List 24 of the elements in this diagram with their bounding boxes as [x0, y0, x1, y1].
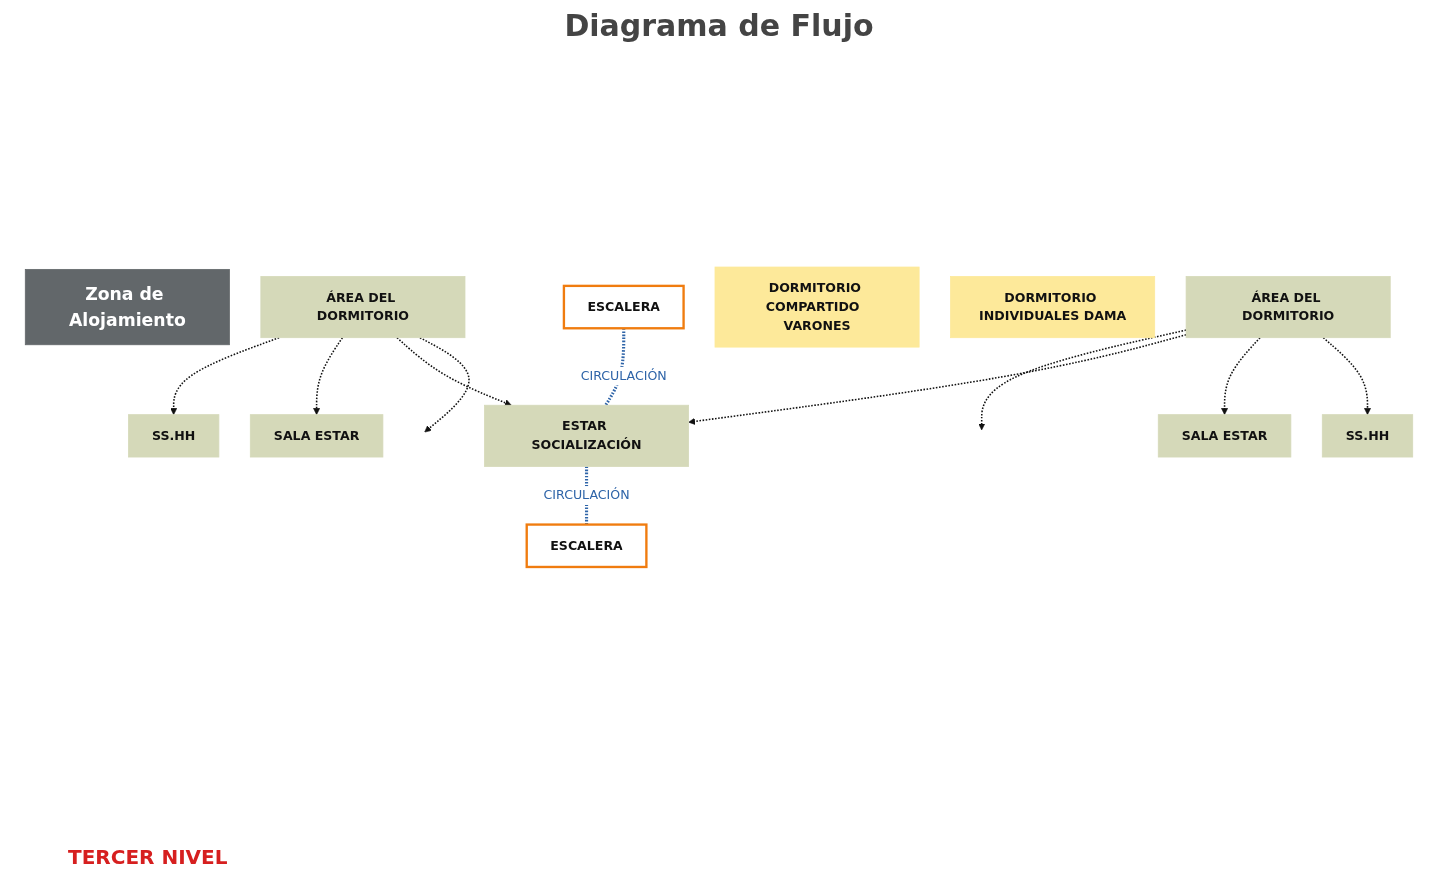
arrow [170, 336, 280, 415]
edge-label: CIRCULACIÓN [543, 487, 630, 503]
node-box: SALA ESTAR [1157, 414, 1292, 458]
node-box: DORMITORIO COMPARTIDO VARONES [714, 266, 920, 348]
node-box: ESTAR SOCIALIZACIÓN [484, 404, 689, 467]
node-box: ÁREA DEL DORMITORIO [260, 276, 466, 339]
node-box: Zona de Alojamiento [24, 269, 230, 346]
arrow [1221, 336, 1261, 415]
arrow [1322, 336, 1371, 415]
node-box: SALA ESTAR [249, 414, 384, 458]
node-box: DORMITORIO INDIVIDUALES DAMA [950, 276, 1156, 339]
arrow [688, 334, 1187, 425]
diagram-title: Diagrama de Flujo [563, 8, 875, 43]
node-box: ÁREA DEL DORMITORIO [1185, 276, 1391, 339]
arrow [419, 336, 470, 433]
arrow [313, 336, 344, 415]
connector [604, 328, 626, 407]
level-label: TERCER NIVEL [68, 845, 228, 869]
node-box: SS.HH [1321, 414, 1414, 458]
arrow [396, 336, 512, 407]
node-box: SS.HH [128, 414, 220, 458]
edge-label: CIRCULACIÓN [580, 368, 667, 384]
node-box: ESCALERA [562, 284, 685, 330]
node-box: ESCALERA [525, 523, 648, 569]
